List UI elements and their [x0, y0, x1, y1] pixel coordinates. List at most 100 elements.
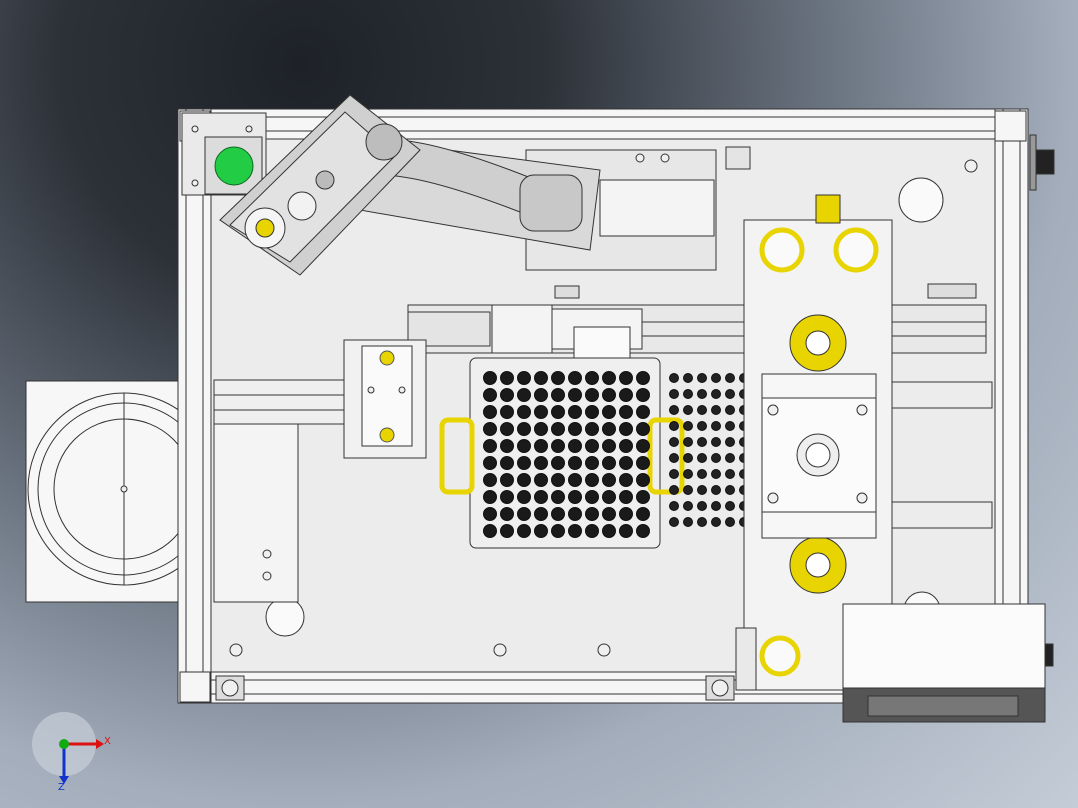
- rotary-feeder: [25, 380, 221, 603]
- tray-pin: [602, 371, 616, 385]
- tray-pin: [602, 490, 616, 504]
- tray-pin: [568, 405, 582, 419]
- tray-pin: [568, 422, 582, 436]
- rear-pin: [725, 517, 735, 527]
- tray-pin: [602, 456, 616, 470]
- tray-pin: [500, 490, 514, 504]
- tray-pin: [500, 371, 514, 385]
- rear-pin: [725, 469, 735, 479]
- tray-pin: [619, 405, 633, 419]
- tray-pin: [619, 473, 633, 487]
- tray-pin: [551, 473, 565, 487]
- tray-pin: [517, 456, 531, 470]
- tray-pin: [500, 388, 514, 402]
- rear-pin: [697, 437, 707, 447]
- tray-pin: [602, 388, 616, 402]
- tray-pin: [551, 371, 565, 385]
- tray-pin: [483, 388, 497, 402]
- tray-pin: [517, 524, 531, 538]
- rear-pin: [697, 405, 707, 415]
- tray-pin: [483, 473, 497, 487]
- tray-pin: [636, 456, 650, 470]
- rear-pin: [697, 453, 707, 463]
- rear-pin: [669, 453, 679, 463]
- tray-pin: [585, 405, 599, 419]
- tray-pin: [534, 405, 548, 419]
- tray-pin: [636, 490, 650, 504]
- rear-pin: [669, 405, 679, 415]
- tray-pin: [585, 507, 599, 521]
- tray-pin: [534, 439, 548, 453]
- rear-pin: [711, 373, 721, 383]
- rear-pin: [725, 373, 735, 383]
- tray-pin: [585, 371, 599, 385]
- rear-pin: [697, 469, 707, 479]
- tray-pin: [619, 388, 633, 402]
- sample-tray: [439, 357, 685, 549]
- rear-pin: [683, 469, 693, 479]
- rear-pin: [711, 501, 721, 511]
- tray-pin: [517, 422, 531, 436]
- tray-pin: [636, 507, 650, 521]
- rear-pin: [669, 485, 679, 495]
- tray-pin: [551, 456, 565, 470]
- tray-pin: [619, 371, 633, 385]
- tray-pin: [551, 405, 565, 419]
- tray-pin: [500, 405, 514, 419]
- rear-pin: [725, 405, 735, 415]
- tray-pin: [568, 371, 582, 385]
- rear-pin: [711, 437, 721, 447]
- z-axis-label: Z: [58, 782, 65, 793]
- rear-pin: [697, 421, 707, 431]
- rear-pin: [669, 437, 679, 447]
- tray-pin: [517, 371, 531, 385]
- tray-pin: [500, 422, 514, 436]
- tray-pin: [568, 473, 582, 487]
- tray-pin: [602, 524, 616, 538]
- rear-pin: [697, 501, 707, 511]
- tray-pin: [534, 490, 548, 504]
- start-button-housing: [204, 136, 263, 195]
- rear-pin: [725, 421, 735, 431]
- tray-pin: [534, 524, 548, 538]
- tray-pin: [636, 388, 650, 402]
- tray-pin: [551, 439, 565, 453]
- tray-pin: [568, 456, 582, 470]
- tray-pin: [619, 490, 633, 504]
- tray-pin: [602, 507, 616, 521]
- rear-pin: [725, 437, 735, 447]
- tray-pin: [517, 388, 531, 402]
- tray-pin: [534, 422, 548, 436]
- tray-pin: [619, 456, 633, 470]
- tray-pin: [517, 405, 531, 419]
- rear-pin: [697, 517, 707, 527]
- tray-pin: [585, 422, 599, 436]
- tray-pin: [568, 524, 582, 538]
- rear-pin: [711, 421, 721, 431]
- tray-pin: [636, 405, 650, 419]
- tray-pin: [585, 473, 599, 487]
- tray-pin: [534, 507, 548, 521]
- tray-pin: [483, 371, 497, 385]
- tray-pin: [534, 456, 548, 470]
- tray-pin: [483, 456, 497, 470]
- robot-arm: [219, 94, 717, 276]
- tray-pin: [585, 456, 599, 470]
- rear-pin: [725, 501, 735, 511]
- rear-pin: [711, 517, 721, 527]
- tray-pin: [551, 422, 565, 436]
- tray-pin: [619, 422, 633, 436]
- tray-pin: [636, 422, 650, 436]
- tray-pin: [619, 524, 633, 538]
- tray-pin: [551, 524, 565, 538]
- rear-pin: [683, 485, 693, 495]
- tray-pin: [602, 422, 616, 436]
- rear-pin: [725, 389, 735, 399]
- rear-pin: [711, 405, 721, 415]
- tray-pin: [483, 524, 497, 538]
- start-button[interactable]: [214, 146, 254, 186]
- tray-pin: [483, 405, 497, 419]
- tray-pin: [483, 422, 497, 436]
- tray-pin: [551, 388, 565, 402]
